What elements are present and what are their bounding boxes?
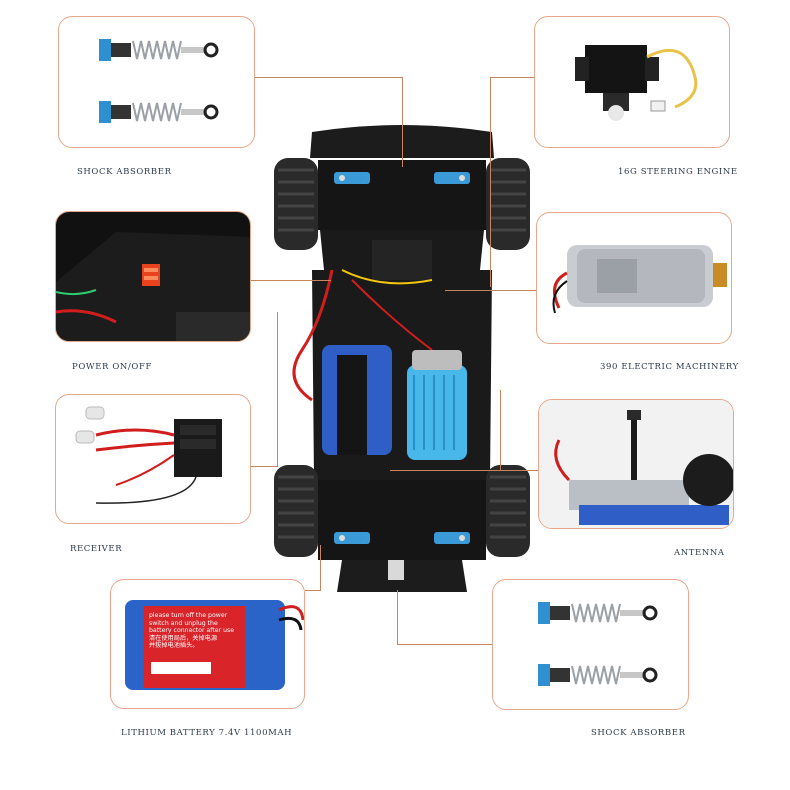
- battery-warning-line-4: 清在使用局后，关掉电源: [149, 634, 218, 642]
- battery-warning-line-1: please turn off the power: [149, 612, 228, 619]
- lead-line: [397, 590, 398, 645]
- label-steering-engine: 16G STEERING ENGINE: [618, 167, 738, 177]
- receiver-image: [75, 406, 222, 504]
- lead-line: [251, 280, 331, 281]
- label-shock-absorber-bottom: SHOCK ABSORBER: [591, 728, 686, 738]
- lead-line: [402, 77, 403, 167]
- shock-absorber-image: [99, 39, 219, 123]
- battery-warning-line-2: switch and unplug the: [149, 619, 218, 627]
- label-electric-machinery: 390 ELECTRIC MACHINERY: [600, 362, 739, 372]
- lead-line: [277, 312, 278, 467]
- power-switch-panel: [55, 211, 251, 342]
- steering-engine-panel: [534, 16, 730, 148]
- steering-servo-image: [575, 45, 698, 121]
- lead-line: [255, 77, 403, 78]
- motor-image: [552, 245, 727, 314]
- antenna-image: [539, 400, 733, 528]
- lead-line: [320, 545, 321, 590]
- receiver-panel: [55, 394, 251, 524]
- shock-absorber-image: [538, 602, 658, 686]
- label-shock-absorber-top: SHOCK ABSORBER: [77, 167, 172, 177]
- electric-motor-panel: [536, 212, 732, 344]
- lead-line: [305, 590, 321, 591]
- battery-image: [125, 600, 304, 690]
- lead-line: [500, 390, 501, 470]
- label-lithium-battery: LITHIUM BATTERY 7.4V 1100MAH: [121, 728, 293, 738]
- lead-line: [251, 466, 278, 467]
- lead-line: [445, 290, 540, 291]
- shock-absorber-panel-bottom: [492, 579, 689, 710]
- lead-line: [490, 77, 534, 78]
- lead-line: [390, 470, 540, 471]
- battery-warning-line-3: battery connector after use: [149, 627, 235, 634]
- antenna-panel: [538, 399, 734, 529]
- label-antenna: ANTENNA: [674, 548, 725, 558]
- chassis-photo: [262, 120, 542, 600]
- shock-absorber-panel-top: [58, 16, 255, 148]
- lead-line: [397, 644, 492, 645]
- lead-line: [490, 77, 491, 287]
- label-receiver: RECEIVER: [70, 544, 123, 554]
- label-power-switch: POWER ON/OFF: [72, 362, 152, 372]
- battery-panel: please turn off the power switch and unp…: [110, 579, 305, 709]
- battery-warning-line-5: 并拔掉电池插头。: [149, 642, 199, 649]
